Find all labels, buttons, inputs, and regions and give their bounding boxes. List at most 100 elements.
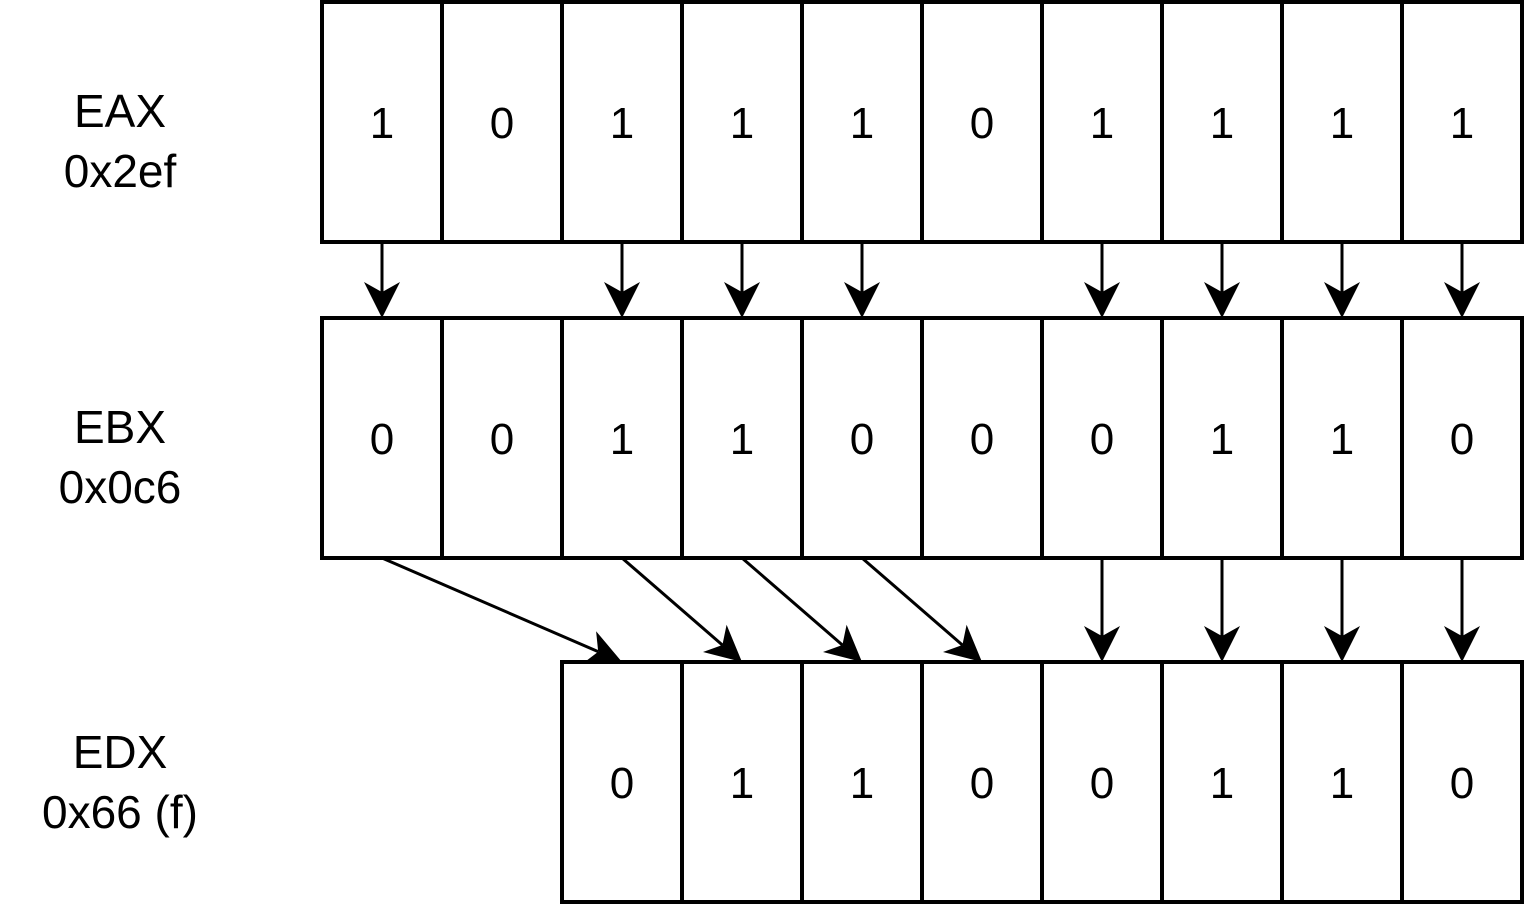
ebx-bit-value: 0 [1090, 415, 1114, 464]
eax-to-ebx-arrow [724, 242, 760, 318]
arrow-head [364, 282, 400, 318]
ebx-bit-cell [320, 316, 444, 560]
arrow-head [1324, 626, 1360, 662]
edx-bit-value: 1 [730, 759, 754, 808]
ebx-to-edx-arrow [1324, 558, 1360, 662]
eax-bit-cell [320, 0, 444, 244]
eax-value: 0x2ef [64, 145, 177, 197]
edx-name: EDX [73, 726, 168, 778]
arrow-head [844, 282, 880, 318]
eax-bit-value: 1 [1090, 99, 1114, 148]
ebx-bit-cell [1160, 316, 1284, 560]
ebx-bit-value: 1 [1330, 415, 1354, 464]
eax-bit-value: 1 [850, 99, 874, 148]
edx-bit-cell [560, 660, 684, 904]
ebx-to-edx-arrow [381, 556, 622, 665]
edx-bit-cell [1280, 660, 1404, 904]
eax-name: EAX [74, 85, 166, 137]
eax-bit-value: 1 [730, 99, 754, 148]
eax-bit-value: 1 [370, 99, 394, 148]
arrow-head [943, 624, 982, 662]
edx-bit-value: 0 [1090, 759, 1114, 808]
eax-label: EAX 0x2ef [64, 85, 177, 197]
edx-bit-cell [1400, 660, 1524, 904]
eax-to-ebx-arrow [1204, 242, 1240, 318]
ebx-bit-value: 1 [1210, 415, 1234, 464]
ebx-to-edx-arrow [1204, 558, 1240, 662]
edx-bit-value: 0 [1450, 759, 1474, 808]
eax-bit-cell [800, 0, 924, 244]
arrow-head [1204, 626, 1240, 662]
arrow-head [1324, 282, 1360, 318]
ebx-bit-value: 1 [610, 415, 634, 464]
edx-bit-value: 1 [850, 759, 874, 808]
eax-to-ebx-arrow [844, 242, 880, 318]
arrow-shaft [861, 556, 964, 647]
eax-bit-cell [560, 0, 684, 244]
ebx-name: EBX [74, 401, 166, 453]
eax-bit-value: 0 [970, 99, 994, 148]
edx-bit-cell [1040, 660, 1164, 904]
arrow-head [1084, 282, 1120, 318]
ebx-value: 0x0c6 [59, 461, 182, 513]
edx-label: EDX 0x66 (f) [42, 726, 198, 838]
arrow-head [1204, 282, 1240, 318]
ebx-bit-value: 0 [370, 415, 394, 464]
eax-bit-cell [920, 0, 1044, 244]
ebx-bit-value: 0 [850, 415, 874, 464]
ebx-bit-row: 0 0 1 1 0 0 0 1 1 0 [320, 316, 1524, 560]
arrow-shaft [621, 556, 724, 647]
arrow-head [604, 282, 640, 318]
eax-to-ebx-arrow [604, 242, 640, 318]
arrow-head [823, 624, 862, 662]
ebx-bit-value: 0 [1450, 415, 1474, 464]
eax-bit-value: 1 [1330, 99, 1354, 148]
eax-bit-value: 1 [1450, 99, 1474, 148]
eax-bit-cell [440, 0, 564, 244]
ebx-bit-cell [1040, 316, 1164, 560]
register-rows: 1 0 1 1 1 0 1 1 1 1 0 0 1 1 0 0 0 1 1 0 0 1 1 0 0 1 1 0 [320, 0, 1524, 904]
eax-bit-value: 1 [1210, 99, 1234, 148]
ebx-bit-cell [560, 316, 684, 560]
eax-to-ebx-arrow [1444, 242, 1480, 318]
ebx-to-edx-arrow [861, 556, 982, 662]
arrow-shaft [381, 556, 599, 654]
edx-bit-cell [800, 660, 924, 904]
arrow-head [1444, 282, 1480, 318]
edx-bit-value: 0 [610, 759, 634, 808]
ebx-bit-cell [1280, 316, 1404, 560]
eax-to-ebx-arrow [1324, 242, 1360, 318]
ebx-label: EBX 0x0c6 [59, 401, 182, 513]
ebx-bit-cell [920, 316, 1044, 560]
eax-bit-row: 1 0 1 1 1 0 1 1 1 1 [320, 0, 1524, 244]
bit-arrows [364, 242, 1480, 665]
edx-value: 0x66 (f) [42, 786, 198, 838]
arrow-head [724, 282, 760, 318]
ebx-bit-value: 0 [970, 415, 994, 464]
arrow-head [1084, 626, 1120, 662]
eax-bit-value: 1 [610, 99, 634, 148]
arrow-head [581, 631, 622, 665]
eax-bit-cell [1400, 0, 1524, 244]
arrow-shaft [741, 556, 844, 647]
edx-bit-value: 1 [1210, 759, 1234, 808]
arrow-head [1444, 626, 1480, 662]
edx-bit-value: 0 [970, 759, 994, 808]
edx-bit-row: 0 1 1 0 0 1 1 0 [560, 660, 1524, 904]
ebx-to-edx-arrow [1444, 558, 1480, 662]
eax-bit-value: 0 [490, 99, 514, 148]
eax-bit-cell [680, 0, 804, 244]
ebx-to-edx-arrow [621, 556, 742, 662]
ebx-bit-cell [440, 316, 564, 560]
edx-bit-value: 1 [1330, 759, 1354, 808]
ebx-bit-value: 0 [490, 415, 514, 464]
arrow-head [703, 624, 742, 662]
eax-bit-cell [1160, 0, 1284, 244]
ebx-bit-cell [680, 316, 804, 560]
ebx-to-edx-arrow [741, 556, 862, 662]
eax-to-ebx-arrow [364, 242, 400, 318]
edx-bit-cell [680, 660, 804, 904]
ebx-bit-value: 1 [730, 415, 754, 464]
ebx-bit-cell [1400, 316, 1524, 560]
